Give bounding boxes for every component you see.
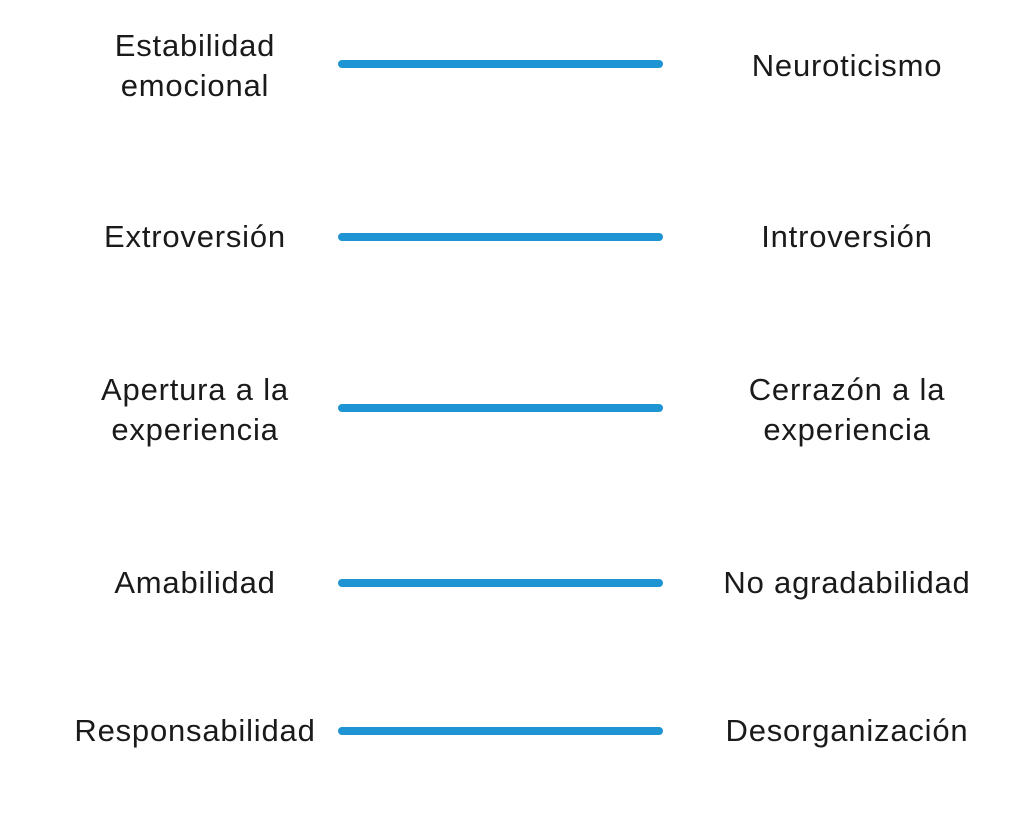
trait-left-label: Amabilidad bbox=[114, 565, 276, 601]
connector-line bbox=[338, 727, 663, 735]
trait-left-label: Estabilidad emocional bbox=[114, 28, 276, 103]
trait-pair-row: Estabilidad emocional Neuroticismo bbox=[0, 18, 1024, 114]
connector-line bbox=[338, 579, 663, 587]
trait-left-label: Responsabilidad bbox=[74, 713, 316, 749]
trait-right-label: Introversión bbox=[761, 219, 933, 255]
trait-right-label: Cerrazón a la experiencia bbox=[748, 372, 946, 447]
trait-right-label: No agradabilidad bbox=[723, 565, 971, 601]
trait-pair-row: Extroversión Introversión bbox=[0, 205, 1024, 269]
trait-left-label: Extroversión bbox=[104, 219, 286, 255]
trait-pair-row: Apertura a la experiencia Cerrazón a la … bbox=[0, 364, 1024, 456]
connector-line bbox=[338, 233, 663, 241]
connector-line bbox=[338, 404, 663, 412]
trait-left-label: Apertura a la experiencia bbox=[101, 372, 289, 447]
connector-line bbox=[338, 60, 663, 68]
trait-right-label: Neuroticismo bbox=[751, 48, 943, 84]
trait-pair-row: Responsabilidad Desorganización bbox=[0, 699, 1024, 763]
trait-right-label: Desorganización bbox=[725, 713, 969, 749]
trait-pair-row: Amabilidad No agradabilidad bbox=[0, 551, 1024, 615]
